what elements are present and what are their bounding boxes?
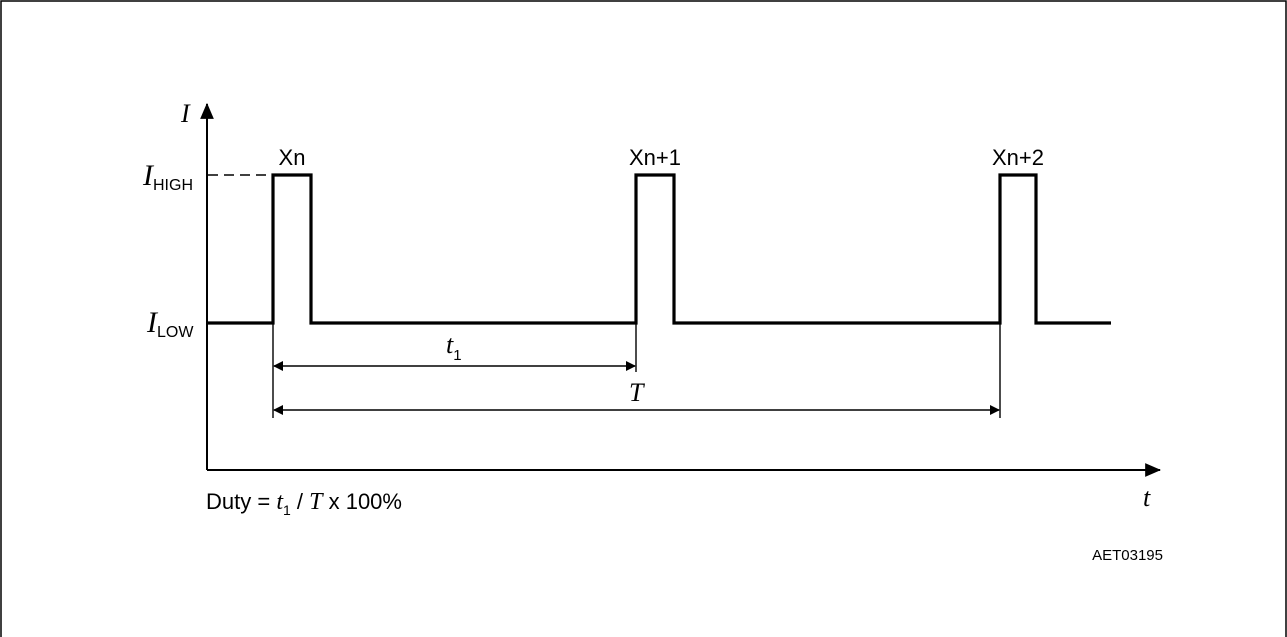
pulse-label-xn2: Xn+2 (992, 145, 1044, 170)
figure-id: AET03195 (1092, 547, 1163, 564)
t1-label: t1 (446, 330, 462, 364)
pulse-label-xn1: Xn+1 (629, 145, 681, 170)
level-low-label: ILOW (146, 306, 194, 341)
y-axis-label: I (180, 99, 191, 128)
x-axis-label: t (1143, 483, 1151, 512)
duty-formula: Duty = t1 / T x 100% (206, 489, 402, 518)
level-high-label: IHIGH (142, 159, 193, 194)
pulse-label-xn: Xn (279, 145, 306, 170)
pulse-waveform (207, 173, 1111, 325)
T-label: T (629, 378, 645, 407)
